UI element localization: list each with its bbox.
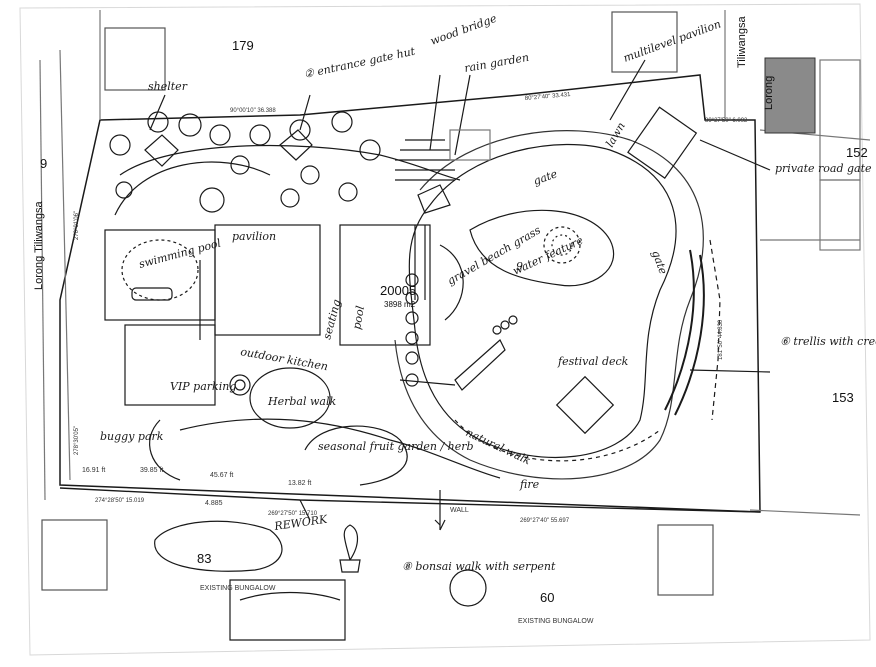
existing-bungalow-center: EXISTING BUNGALOW [518, 618, 594, 625]
site-boundary [59, 74, 761, 513]
wall-label: WALL [450, 507, 469, 514]
road-left-label: Lorong Tiliwangsa [33, 200, 45, 290]
note-herbal-walk: Herbal walk [267, 395, 336, 408]
bearing-left-b: 278°30'05" [74, 426, 80, 455]
note-pool: pool [350, 304, 367, 330]
note-bonsai-walk: ⑧ bonsai walk with serpent [402, 560, 556, 573]
lot-box-179 [104, 27, 166, 91]
marker-9: 9 [516, 260, 523, 273]
site-area-label: 3898 m2 [384, 300, 416, 309]
note-vip: VIP parking [170, 380, 236, 393]
note-festival-deck: festival deck [557, 355, 629, 368]
lot-60-label: 60 [540, 590, 554, 605]
site-number-label: 20005 [380, 283, 416, 298]
bearing-left-a: 270°01'06" [74, 211, 80, 240]
bearing-corner: 89°27'50" 6.092 [705, 118, 748, 124]
building-vip [124, 324, 216, 406]
note-entrance: ② entrance gate hut [303, 45, 417, 81]
lot-152-label: 152 [846, 145, 868, 160]
road-top-right-label: Tiliwangsa [736, 16, 748, 68]
note-gate-vertical: gate [649, 249, 670, 277]
lot-153-label: 153 [832, 390, 854, 405]
existing-bungalow-left: EXISTING BUNGALOW [200, 585, 276, 592]
road-right-label: Lorong [763, 76, 775, 110]
existing-building-block [764, 57, 816, 134]
note-shelter: shelter [148, 80, 188, 93]
lot-box-top-right [611, 11, 678, 73]
dim-4: 16.91 ft [82, 467, 105, 474]
note-gravel: gravel beach grass [445, 223, 543, 287]
note-pavilion: pavilion [232, 230, 276, 243]
note-trellis: ⑥ trellis with creeper flowers / fruit h… [780, 335, 876, 348]
lot-box-83 [41, 519, 108, 591]
note-fire: fire [519, 478, 540, 491]
note-wood-bridge: wood bridge [429, 12, 499, 48]
note-private-gate: private road gate [775, 162, 872, 175]
note-outdoor-kitchen: outdoor kitchen [239, 345, 329, 373]
note-gate: gate [532, 167, 560, 188]
dim-5: 4.885 [205, 500, 223, 507]
lot-83-label: 83 [197, 551, 211, 566]
note-multilevel: multilevel pavilion [622, 17, 723, 64]
bearing-right: 181°50' 44.830 [718, 319, 724, 360]
bearing-bottom: 269°27'40" 55.697 [520, 518, 570, 524]
bearing-bottom-left-a: 274°28'50" 15.019 [95, 498, 145, 504]
building-pavilion [214, 224, 321, 336]
building-pool [339, 224, 431, 346]
lot-179-label: 179 [232, 38, 254, 53]
bearing-bottom-left-b: 269°27'50" 15.710 [268, 511, 318, 517]
lot-9-label: 9 [40, 156, 47, 171]
note-seasonal-garden: seasonal fruit garden / herb [318, 440, 474, 453]
note-buggy-park: buggy park [100, 430, 164, 443]
lot-box-bottom-right [657, 524, 714, 596]
dim-3: 13.82 ft [288, 480, 311, 487]
lawn-outline [408, 143, 677, 458]
dim-2: 45.67 ft [210, 472, 233, 479]
dim-1: 39.85 ft [140, 467, 163, 474]
note-lawn: lawn [603, 120, 628, 150]
note-rain-garden: rain garden [463, 51, 530, 75]
bearing-top: 90°00'10" 36.388 [230, 108, 276, 114]
bearing-top-right: 80°27'40" 33.431 [525, 92, 572, 102]
